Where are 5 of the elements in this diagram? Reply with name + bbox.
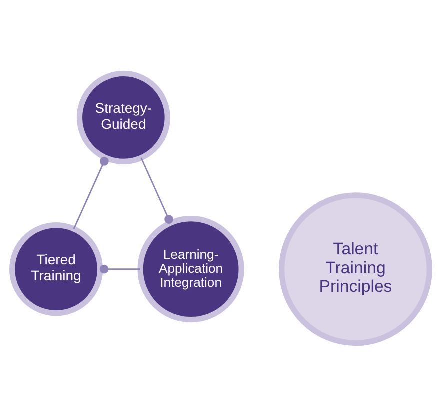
connector — [140, 158, 174, 224]
connector — [73, 156, 109, 230]
connector — [100, 264, 140, 274]
node-circle: Talent Training Principles — [279, 192, 432, 346]
node-circle: Tiered Training — [10, 222, 104, 316]
